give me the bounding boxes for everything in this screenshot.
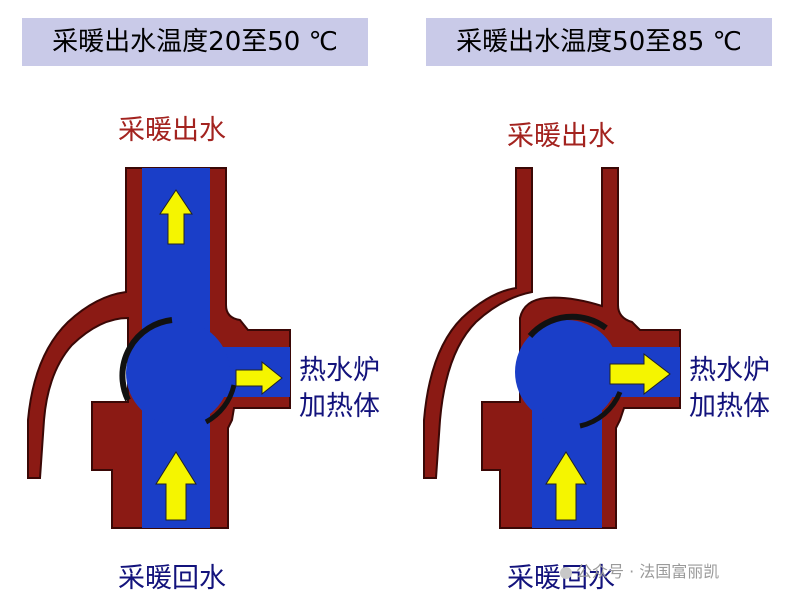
right-seal-arc-2 bbox=[579, 391, 623, 429]
watermark-logo-icon bbox=[560, 566, 572, 579]
left-valve bbox=[27, 167, 291, 529]
right-title: 采暖出水温度50至85 ℃ bbox=[426, 18, 772, 66]
right-arrow-icon bbox=[609, 352, 671, 396]
right-valve-housing bbox=[423, 167, 533, 479]
left-side-label-line2: 加热体 bbox=[299, 391, 380, 422]
left-ball bbox=[126, 321, 230, 425]
right-valve bbox=[423, 167, 681, 529]
left-outlet-label: 采暖出水 bbox=[118, 115, 226, 146]
right-outlet-label: 采暖出水 bbox=[507, 121, 615, 152]
right-ball bbox=[515, 320, 619, 424]
left-side-label-line1: 热水炉 bbox=[299, 355, 380, 386]
left-return-label: 采暖回水 bbox=[118, 563, 226, 594]
right-side-label-line2: 加热体 bbox=[689, 391, 770, 422]
watermark-text: 公众号 · 法国富丽凯 bbox=[576, 562, 720, 581]
left-seal-arc-2 bbox=[204, 384, 237, 425]
right-arrow-icon bbox=[235, 360, 283, 396]
left-title: 采暖出水温度20至50 ℃ bbox=[22, 18, 368, 66]
watermark: 公众号 · 法国富丽凯 bbox=[560, 558, 719, 582]
up-arrow-icon bbox=[159, 189, 193, 245]
right-side-label-line1: 热水炉 bbox=[689, 355, 770, 386]
up-arrow-icon bbox=[155, 451, 197, 521]
left-seal-arc bbox=[119, 317, 173, 402]
right-seal-arc bbox=[527, 313, 608, 339]
up-arrow-icon bbox=[545, 451, 587, 521]
